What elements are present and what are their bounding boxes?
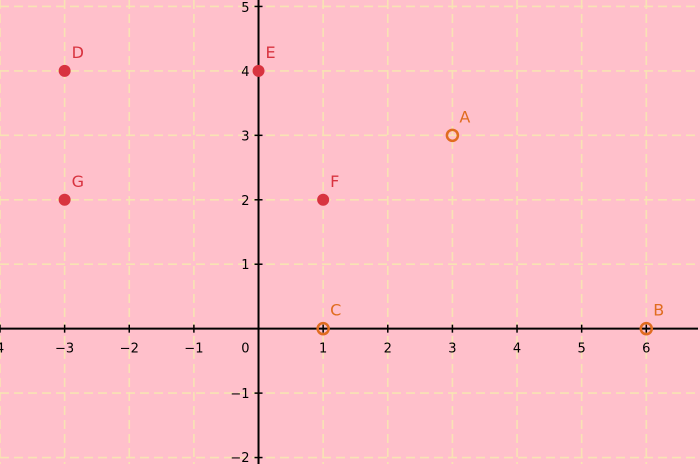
- point-d[interactable]: D: [58, 43, 84, 77]
- point-marker-filled[interactable]: [58, 193, 71, 206]
- point-c[interactable]: C: [316, 301, 342, 336]
- point-label: E: [266, 43, 276, 62]
- x-tick-label: 1: [319, 342, 327, 357]
- point-marker-filled[interactable]: [58, 64, 71, 77]
- point-a[interactable]: A: [445, 107, 471, 143]
- point-label: G: [72, 172, 84, 191]
- x-tick-label: 0: [241, 342, 249, 357]
- x-tick-label: 2: [384, 342, 392, 357]
- point-label: F: [330, 172, 339, 191]
- point-b[interactable]: B: [639, 301, 664, 336]
- x-tick-label: 4: [0, 342, 4, 357]
- point-label: C: [330, 301, 341, 320]
- point-g[interactable]: G: [58, 172, 84, 206]
- x-tick-label: −2: [120, 342, 139, 357]
- y-tick-label: 2: [241, 194, 249, 209]
- x-tick-label: 5: [578, 342, 586, 357]
- point-marker-hollow[interactable]: [316, 321, 330, 336]
- x-tick-label: 4: [513, 342, 521, 357]
- y-tick-label: 3: [241, 129, 249, 144]
- x-tick-label: −3: [55, 342, 74, 357]
- point-label: D: [72, 43, 84, 62]
- point-e[interactable]: E: [252, 43, 276, 77]
- point-marker-hollow[interactable]: [639, 321, 654, 336]
- tick-labels: 4 −3 −2 −1 0 1 2 3 4 5 6 5 4 3 2 1 −1 −2: [0, 1, 650, 464]
- points[interactable]: A B C D E F G: [58, 43, 665, 336]
- y-tick-label: 1: [241, 258, 249, 273]
- point-f[interactable]: F: [317, 172, 339, 206]
- point-marker-filled[interactable]: [317, 193, 330, 206]
- y-tick-label: 5: [241, 1, 249, 16]
- point-marker-filled[interactable]: [252, 64, 265, 77]
- point-label: B: [653, 301, 664, 320]
- y-tick-label: −1: [230, 387, 249, 402]
- y-tick-label: 4: [241, 65, 249, 80]
- x-tick-label: 3: [448, 342, 456, 357]
- x-tick-label: −1: [184, 342, 203, 357]
- point-label: A: [459, 107, 470, 126]
- x-tick-label: 6: [642, 342, 650, 357]
- point-marker-hollow[interactable]: [445, 128, 460, 143]
- y-tick-label: −2: [230, 451, 249, 464]
